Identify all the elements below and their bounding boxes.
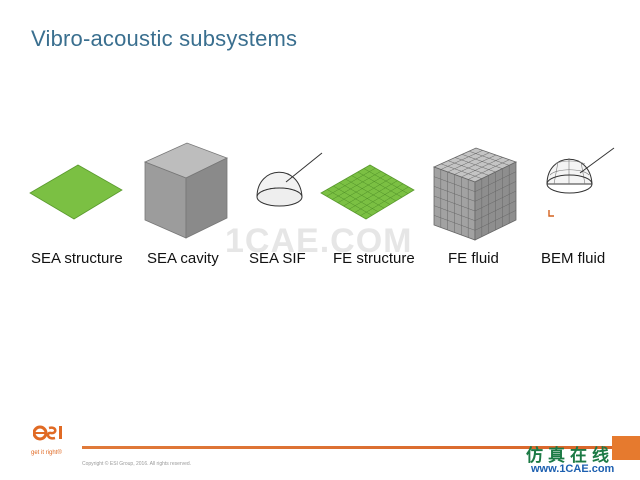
label-sea-sif: SEA SIF bbox=[249, 250, 306, 267]
meshed-cube-icon bbox=[432, 147, 518, 241]
tagline: get it right® bbox=[31, 450, 62, 456]
label-sea-cavity: SEA cavity bbox=[147, 250, 219, 267]
green-plate-icon bbox=[29, 164, 123, 220]
footer-accent bbox=[612, 436, 640, 460]
label-fe-structure: FE structure bbox=[333, 250, 415, 267]
site-url: www.1CAE.com bbox=[531, 463, 615, 475]
copyright-text: Copyright © ESI Group, 2016. All rights … bbox=[82, 461, 192, 467]
label-bem-fluid: BEM fluid bbox=[541, 250, 606, 267]
meshed-hemisphere-icon bbox=[546, 147, 615, 217]
label-fe-fluid: FE fluid bbox=[448, 250, 499, 267]
esi-logo bbox=[33, 425, 62, 441]
gray-cube-icon bbox=[143, 142, 229, 239]
hemisphere-icon bbox=[256, 152, 323, 207]
watermark: 1CAE.COM bbox=[225, 222, 413, 260]
meshed-green-plate-icon bbox=[320, 164, 415, 220]
site-chinese-name: 仿真在线 bbox=[526, 446, 614, 466]
slide-title: Vibro-acoustic subsystems bbox=[31, 26, 298, 51]
footer-divider bbox=[82, 446, 612, 449]
label-sea-structure: SEA structure bbox=[31, 250, 123, 267]
